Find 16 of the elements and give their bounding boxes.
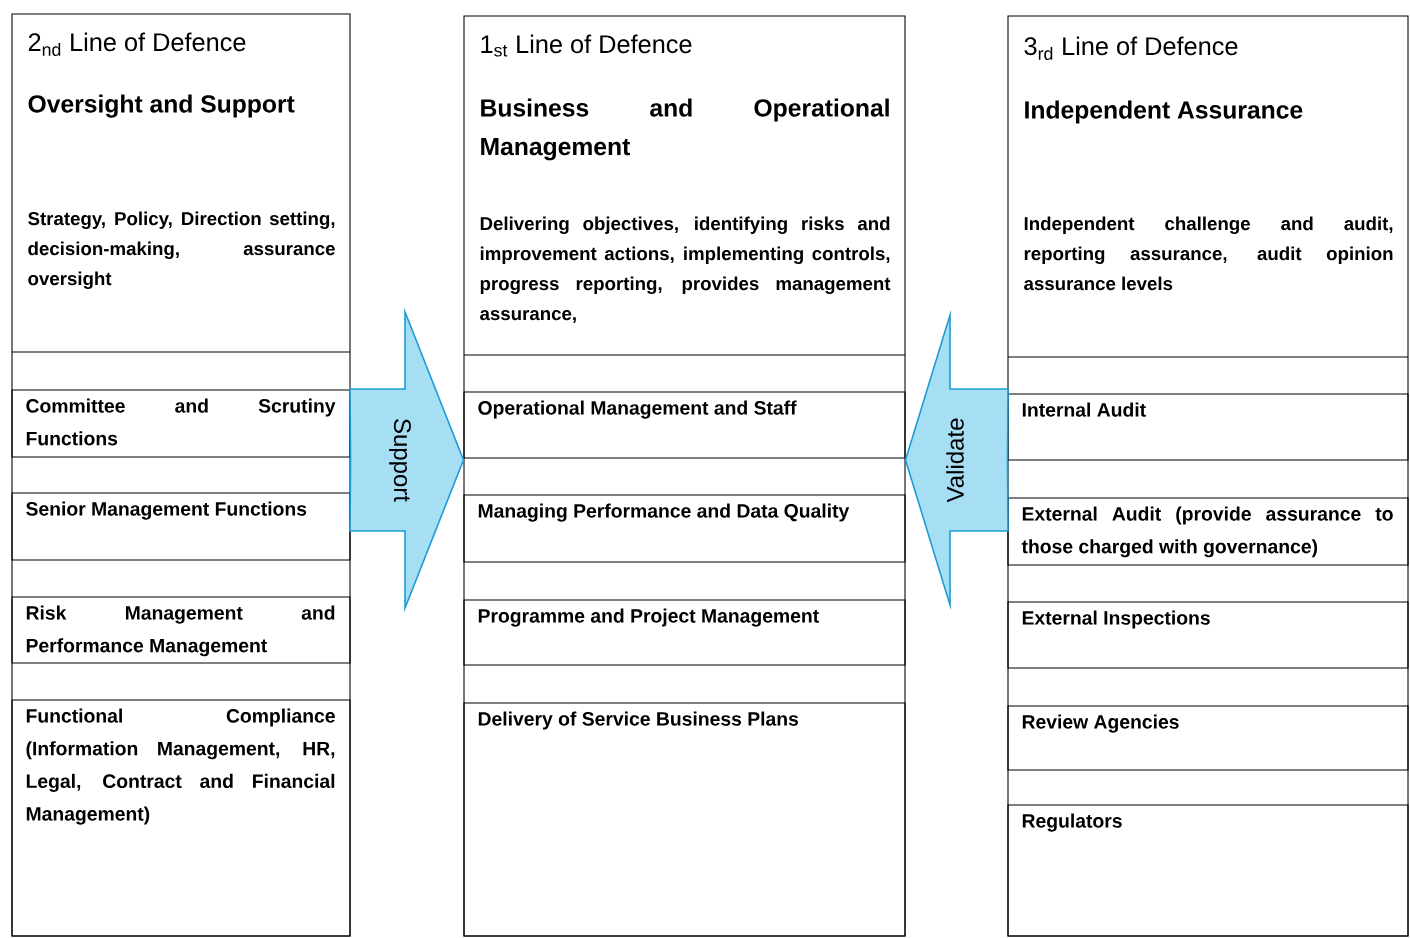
block-arrow (349, 307, 465, 613)
cell: Risk Management and Performance Management (11, 596, 351, 664)
cell: Review Agencies (1007, 705, 1409, 771)
edge-label: Validate (944, 416, 966, 504)
block-arrow (904, 309, 1009, 611)
cell: Regulators (1007, 804, 1409, 937)
cell: Senior Management Functions (11, 492, 351, 561)
cell: Delivery of Service Business Plans (463, 702, 906, 937)
cell: Functional Compliance (Information Management, HR, Legal, Contract and Financial Management) (11, 699, 351, 937)
cell: External Audit (provide assurance to those charged with governance) (1007, 497, 1409, 566)
cell: External Inspections (1007, 601, 1409, 669)
cell: Committee and Scrutiny Functions (11, 389, 351, 458)
cell: Programme and Project Management (463, 599, 906, 666)
cell: Internal Audit (1007, 393, 1409, 461)
cell: Managing Performance and Data Quality (463, 494, 906, 563)
cell: Operational Management and Staff (463, 391, 906, 459)
